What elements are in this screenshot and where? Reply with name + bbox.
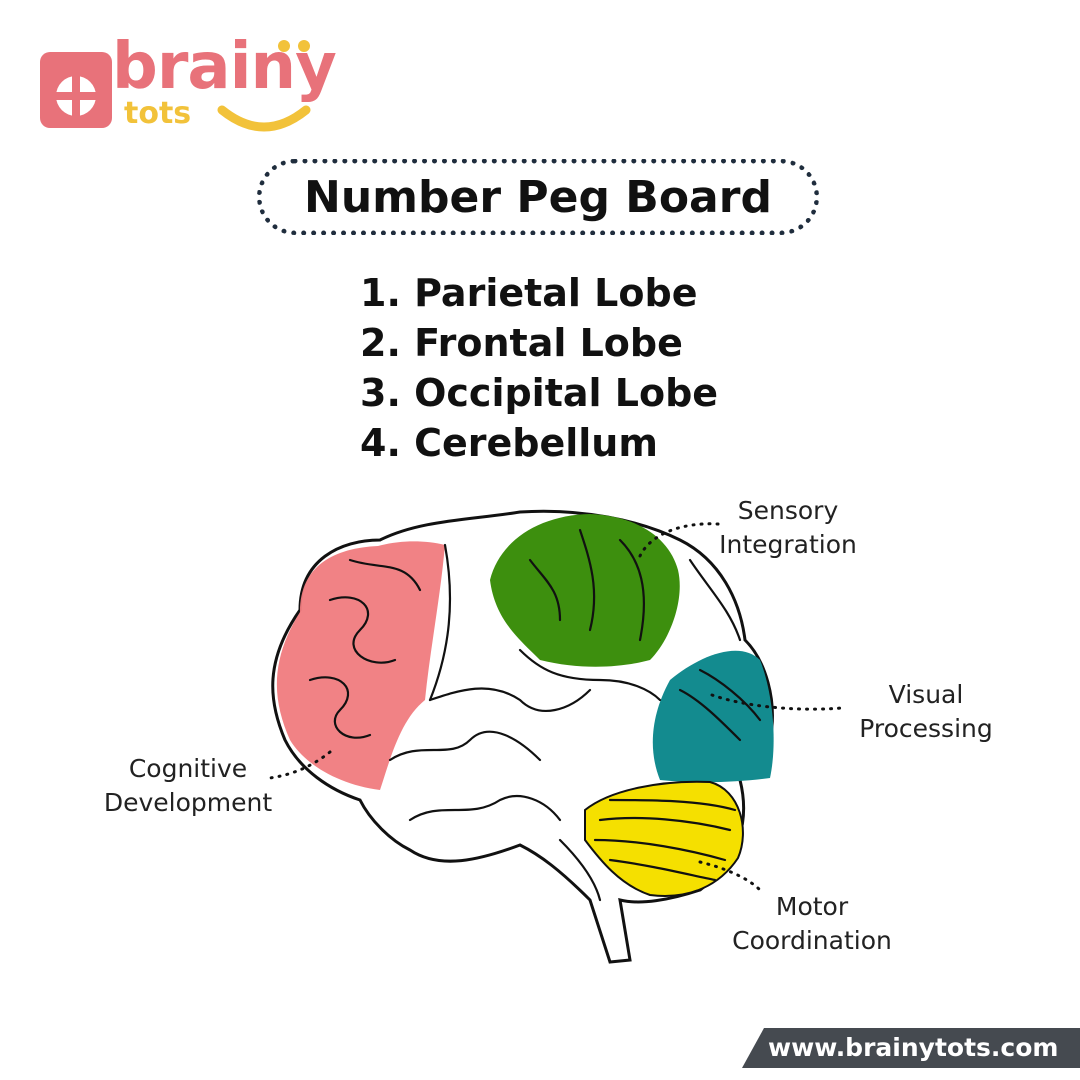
leader-motor: [698, 860, 762, 892]
label-cognitive-development: Cognitive Development: [90, 752, 286, 820]
brand-logo: brainy tots: [38, 30, 337, 138]
leader-sensory: [638, 522, 720, 558]
leader-cognitive: [268, 750, 332, 780]
url-banner: [742, 1028, 1080, 1068]
label-line: Visual: [888, 680, 964, 709]
cerebellum-region: [584, 780, 744, 897]
occipital-region: [652, 650, 774, 783]
frontal-region: [276, 541, 445, 790]
label-line: Motor: [775, 892, 849, 921]
leader-visual: [710, 693, 844, 711]
dots-icon: [278, 40, 310, 52]
label-visual-processing: Visual Processing: [846, 678, 1006, 746]
page-title: Number Peg Board: [304, 171, 772, 223]
title-frame: Number Peg Board: [257, 159, 819, 235]
label-line: Sensory: [737, 496, 839, 525]
label-line: Cognitive: [128, 754, 248, 783]
lobe-item-occipital: 3. Occipital Lobe: [360, 371, 719, 415]
lobe-item-frontal: 2. Frontal Lobe: [360, 321, 683, 365]
label-motor-coordination: Motor Coordination: [720, 890, 904, 958]
brain-folds: [308, 528, 762, 902]
label-sensory-integration: Sensory Integration: [708, 494, 868, 562]
website-link[interactable]: www.brainytots.com: [768, 1033, 1059, 1062]
parietal-region: [490, 514, 680, 667]
label-line: Coordination: [732, 926, 892, 955]
smile-icon: [217, 105, 311, 132]
label-line: Development: [103, 788, 273, 817]
label-line: Processing: [859, 714, 993, 743]
logo-subword: tots: [124, 96, 192, 131]
lobe-item-cerebellum: 4. Cerebellum: [360, 421, 658, 465]
logo-mark-icon: [40, 52, 112, 128]
label-line: Integration: [719, 530, 857, 559]
lobe-item-parietal: 1. Parietal Lobe: [360, 271, 698, 315]
lobe-list: 1. Parietal Lobe 2. Frontal Lobe 3. Occi…: [360, 268, 718, 468]
leader-lines: [268, 522, 844, 892]
